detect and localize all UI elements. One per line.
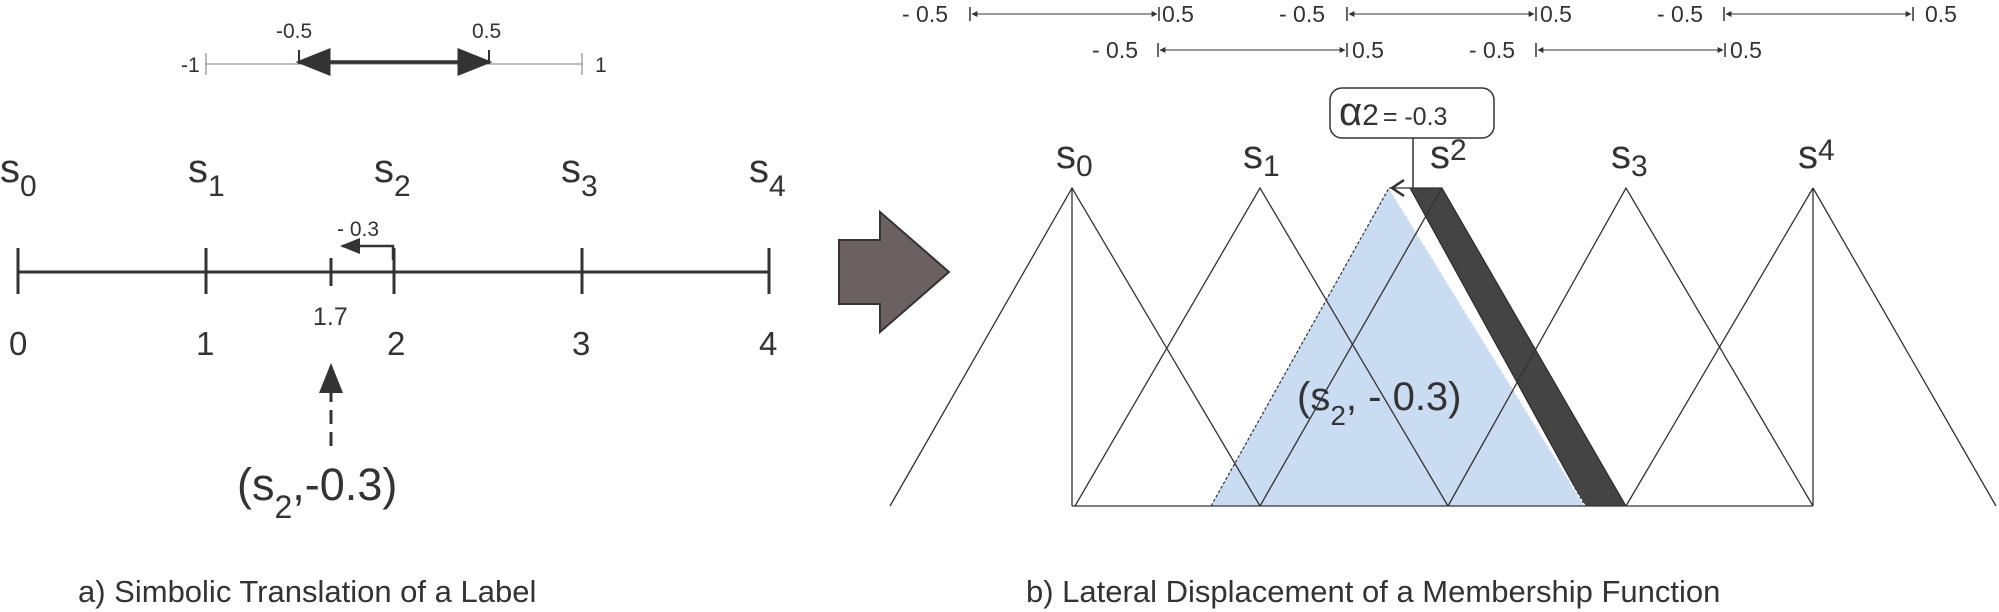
membership-functions <box>889 186 1997 507</box>
range-high-label: 0.5 <box>1352 37 1384 63</box>
scale-min-label: -1 <box>181 54 200 77</box>
range-low-label: - 0.5 <box>1657 1 1703 27</box>
interval-high-label: 0.5 <box>472 20 501 43</box>
range-low-label: - 0.5 <box>1279 1 1325 27</box>
scale-max-label: 1 <box>595 54 607 77</box>
number-line: 0 1 2 3 4 1.7 <box>9 248 777 362</box>
range-high-label: 0.5 <box>1925 1 1957 27</box>
range-arrow: - 0.5 0.5 <box>902 1 1194 27</box>
alpha-label: α2= -0.3 <box>1339 90 1447 134</box>
offset-arrow: - 0.3 <box>337 218 395 260</box>
tick-label-1: 1 <box>196 325 214 362</box>
membership-s1 <box>1074 186 1449 507</box>
range-high-label: 0.5 <box>1540 1 1572 27</box>
range-arrow: - 0.5 0.5 <box>1092 37 1384 63</box>
range-low-label: - 0.5 <box>1469 37 1515 63</box>
mf-label-s2: s2 <box>1430 133 1467 177</box>
range-low-label: - 0.5 <box>1092 37 1138 63</box>
right-panel: - 0.5 0.5 - 0.5 0.5 - 0.5 0.5 <box>889 1 1997 609</box>
shifted-membership-right-edge <box>1388 187 1586 507</box>
range-high-label: 0.5 <box>1730 37 1762 63</box>
left-caption: a) Simbolic Translation of a Label <box>78 574 536 609</box>
mf-label-s3: s3 <box>1611 133 1648 183</box>
shifted-membership-fill <box>1211 188 1585 506</box>
right-caption: b) Lateral Displacement of a Membership … <box>1026 574 1720 609</box>
membership-s2-right <box>1447 186 1814 507</box>
label-s4: s4 <box>749 147 786 203</box>
right-tuple-label: (s2, - 0.3) <box>1297 375 1462 431</box>
membership-s2-left <box>1259 187 1443 507</box>
membership-s0 <box>889 186 1261 507</box>
tick-label-0: 0 <box>9 325 27 362</box>
membership-s3-tail <box>1812 187 1997 507</box>
interval-low-label: -0.5 <box>276 20 312 43</box>
membership-labels: s0 s1 s2 s3 s4 <box>1056 133 1835 183</box>
range-arrow: - 0.5 0.5 <box>1279 1 1572 27</box>
range-low-label: - 0.5 <box>902 1 948 27</box>
label-s2: s2 <box>374 147 411 203</box>
alpha-box <box>1329 87 1495 139</box>
label-s0: s0 <box>0 147 37 203</box>
transition-arrow <box>838 209 951 335</box>
label-s3: s3 <box>561 147 598 203</box>
range-high-label: 0.5 <box>1162 1 1194 27</box>
mf-label-s1: s1 <box>1243 133 1280 183</box>
label-s1: s1 <box>188 147 225 203</box>
alpha-callout: α2= -0.3 <box>1329 87 1495 198</box>
tick-label-4: 4 <box>759 325 777 362</box>
ranges-row-2: - 0.5 0.5 - 0.5 0.5 <box>1092 37 1762 63</box>
linguistic-labels: s0 s1 s2 s3 s4 <box>0 147 786 203</box>
ranges-row-1: - 0.5 0.5 - 0.5 0.5 - 0.5 0.5 <box>902 1 1957 27</box>
tick-label-2: 2 <box>387 325 405 362</box>
range-arrow: - 0.5 0.5 <box>1469 37 1762 63</box>
point-value-label: 1.7 <box>313 303 348 331</box>
interval-scale: -1 1 -0.5 0.5 <box>181 20 607 77</box>
range-arrow: - 0.5 0.5 <box>1657 1 1957 27</box>
offset-label: - 0.3 <box>337 218 379 241</box>
tick-label-3: 3 <box>572 325 590 362</box>
left-panel: -1 1 -0.5 0.5 s0 s1 s2 s3 s4 0 1 2 3 4 <box>0 20 786 609</box>
alpha-arrow-head <box>1389 178 1405 198</box>
mf-label-s4: s4 <box>1798 133 1835 177</box>
shifted-membership-left-edge <box>1210 187 1390 507</box>
mf-label-s0: s0 <box>1056 133 1093 183</box>
left-tuple-label: (s2,-0.3) <box>237 459 397 525</box>
